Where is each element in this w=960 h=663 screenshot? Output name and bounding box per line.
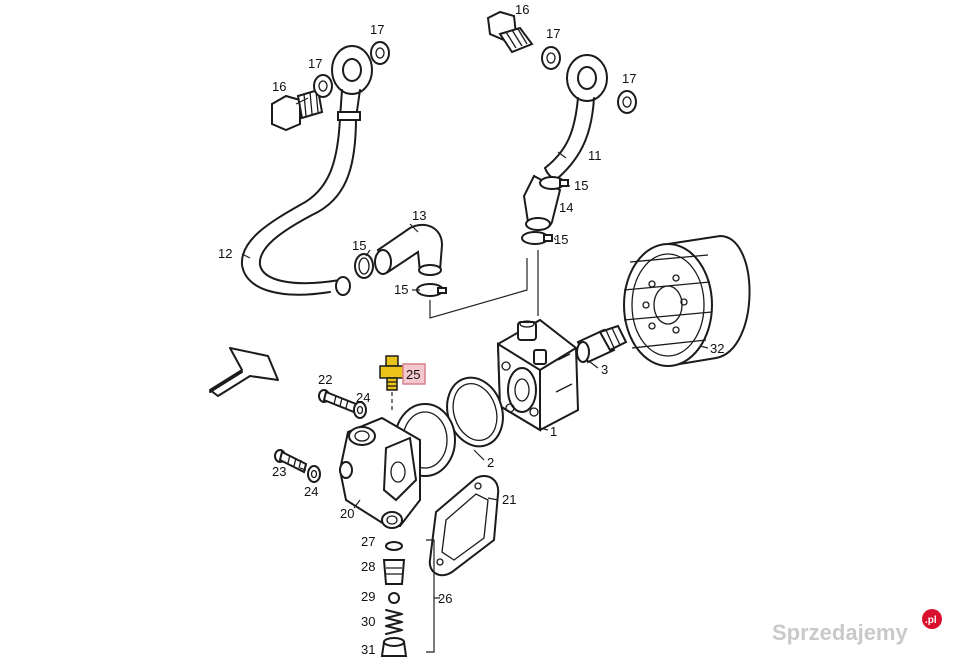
callout-17-right-b: 17 bbox=[622, 71, 636, 86]
watermark-badge bbox=[922, 609, 942, 629]
callout-24-lower: 24 bbox=[304, 484, 318, 499]
callout-1: 1 bbox=[550, 424, 557, 439]
gasket-21 bbox=[428, 475, 500, 577]
banjo-bolt-16-right bbox=[486, 10, 534, 54]
callout-15-d: 15 bbox=[394, 282, 408, 297]
callout-12: 12 bbox=[218, 246, 232, 261]
banjo-fitting-right bbox=[566, 54, 608, 102]
oil-filter-32 bbox=[623, 234, 751, 368]
oil-line-12 bbox=[240, 117, 357, 296]
oil-line-11 bbox=[544, 97, 595, 180]
callout-32: 32 bbox=[710, 341, 724, 356]
valve-stack-26 bbox=[380, 539, 440, 657]
watermark-text: Sprzedajemy bbox=[772, 620, 908, 645]
callout-2: 2 bbox=[487, 455, 494, 470]
sealing-washer-17-left bbox=[313, 41, 390, 98]
oil-cooler-1 bbox=[496, 318, 580, 432]
watermark-logo: Sprzedajemy .pl bbox=[772, 609, 942, 645]
callout-25: 25 bbox=[406, 367, 420, 382]
valve-28 bbox=[382, 559, 406, 585]
direction-arrow bbox=[209, 347, 279, 397]
callout-20: 20 bbox=[340, 506, 354, 521]
hose-clamp-15-left bbox=[354, 253, 374, 279]
callout-17-left-a: 17 bbox=[308, 56, 322, 71]
callout-16-left: 16 bbox=[272, 79, 286, 94]
callout-11: 11 bbox=[588, 148, 602, 163]
bolt-22 bbox=[318, 389, 358, 414]
elbow-hose-13 bbox=[374, 223, 444, 276]
callout-13: 13 bbox=[412, 208, 426, 223]
callout-3: 3 bbox=[601, 362, 608, 377]
banjo-fitting-left bbox=[331, 45, 373, 121]
hose-clamp-15-lower-right bbox=[521, 231, 553, 245]
callout-17-right-a: 17 bbox=[546, 26, 560, 41]
highlight-box-25 bbox=[402, 363, 426, 385]
callout-15-c: 15 bbox=[352, 238, 366, 253]
callout-22: 22 bbox=[318, 372, 332, 387]
callout-28: 28 bbox=[361, 559, 375, 574]
washer-24-lower bbox=[307, 465, 321, 483]
callout-14: 14 bbox=[559, 200, 573, 215]
callout-23: 23 bbox=[272, 464, 286, 479]
watermark-badge-text: .pl bbox=[925, 615, 937, 626]
callout-31: 31 bbox=[361, 642, 375, 657]
oil-pressure-sensor-25 bbox=[379, 355, 405, 412]
callout-16-right: 16 bbox=[515, 2, 529, 17]
banjo-bolt-16-left bbox=[271, 88, 324, 132]
callout-15-b: 15 bbox=[554, 232, 568, 247]
callout-21: 21 bbox=[502, 492, 516, 507]
spring-30 bbox=[385, 609, 403, 635]
callout-29: 29 bbox=[361, 589, 375, 604]
ball-29 bbox=[388, 592, 400, 604]
threaded-nipple-3 bbox=[576, 324, 628, 364]
callout-30: 30 bbox=[361, 614, 375, 629]
seal-27 bbox=[385, 541, 403, 551]
sealing-washer-17-right bbox=[541, 46, 637, 114]
callout-17-left-b: 17 bbox=[370, 22, 384, 37]
leader-lines bbox=[241, 97, 709, 509]
hose-clamp-15-bottom bbox=[416, 283, 447, 297]
callout-15-a: 15 bbox=[574, 178, 588, 193]
hose-clamp-15-upper-right bbox=[539, 176, 569, 190]
bolt-23 bbox=[274, 449, 308, 474]
washer-24-upper bbox=[353, 401, 367, 419]
callout-labels: 16 17 17 16 17 17 11 15 14 15 13 15 15 1… bbox=[218, 2, 724, 657]
adapter-housing-20 bbox=[338, 403, 456, 529]
callout-27: 27 bbox=[361, 534, 375, 549]
callout-24-upper: 24 bbox=[356, 390, 370, 405]
callout-26: 26 bbox=[438, 591, 452, 606]
